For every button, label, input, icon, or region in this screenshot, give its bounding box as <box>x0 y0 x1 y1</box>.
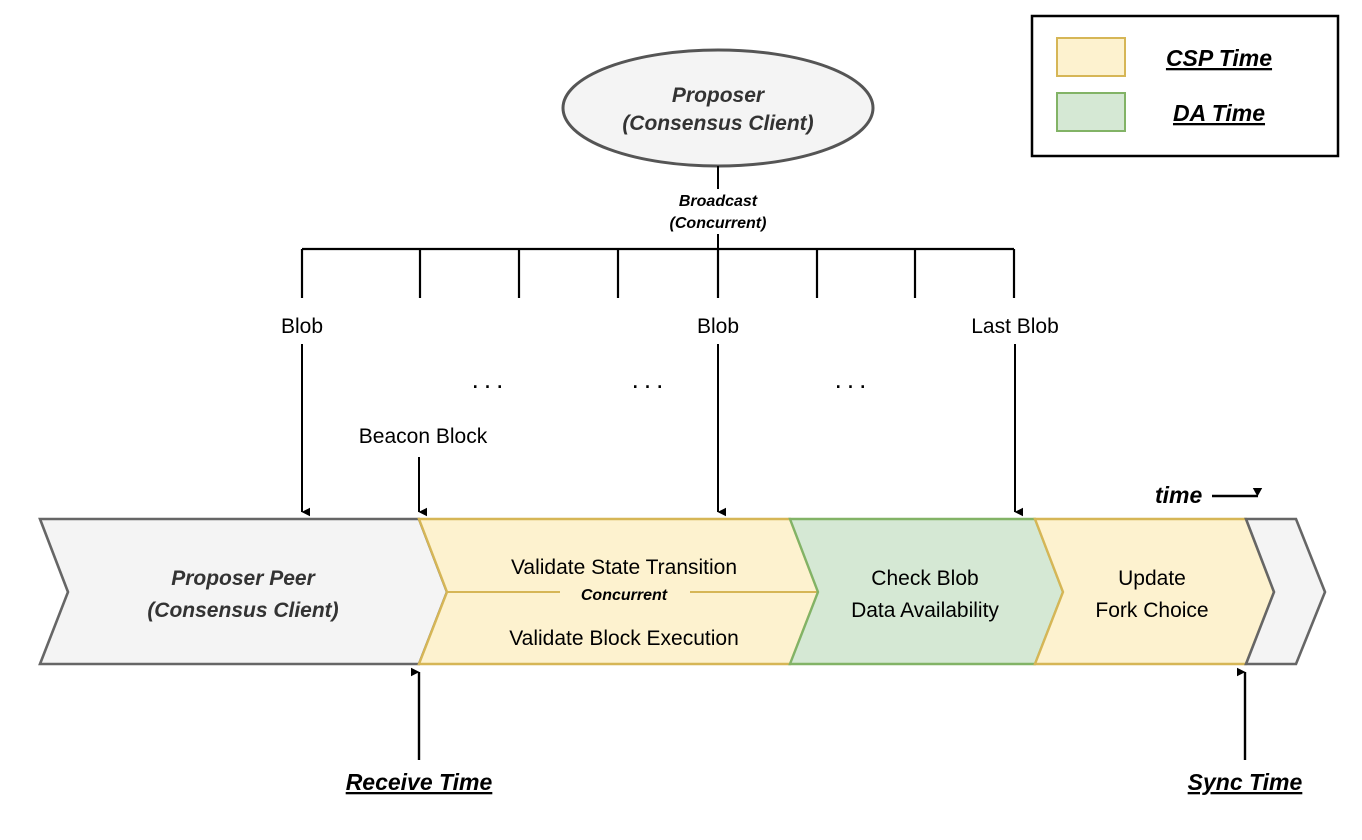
legend-swatch-da-time <box>1056 92 1126 132</box>
proposer-title-line2: (Consensus Client) <box>622 112 813 135</box>
proposer-peer-line1: Proposer Peer <box>171 567 316 590</box>
blob-label-last: Last Blob <box>971 315 1059 338</box>
proposer-ellipse <box>561 48 875 168</box>
validate-state-transition-label: Validate State Transition <box>511 556 737 579</box>
legend-label-da-time: DA Time <box>1173 100 1265 126</box>
blob-ellipsis-2: ... <box>632 364 669 394</box>
blob-label-middle: Blob <box>697 315 739 338</box>
proposer-peer-shape <box>38 517 449 666</box>
time-axis-label: time <box>1155 482 1263 508</box>
receive-time-label: Receive Time <box>346 769 493 795</box>
blob-ellipsis-1: ... <box>472 364 509 394</box>
check-blob-line1: Check Blob <box>871 567 978 590</box>
time-label: time <box>1155 482 1203 508</box>
concurrent-divider-label: Concurrent <box>581 587 668 604</box>
sync-time-label: Sync Time <box>1188 769 1303 795</box>
blob-last: Last Blob <box>971 315 1059 517</box>
validate-block-execution-label: Validate Block Execution <box>509 627 739 650</box>
blob-label-first: Blob <box>281 315 323 338</box>
proposer-peer-line2: (Consensus Client) <box>147 599 338 622</box>
broadcast-connector: Broadcast (Concurrent) <box>670 166 767 249</box>
legend-swatch-csp-time <box>1056 37 1126 77</box>
legend-label-csp-time: CSP Time <box>1166 45 1272 71</box>
timeline-segment-fork-choice: Update Fork Choice <box>1033 517 1276 666</box>
timeline-tail-shape <box>1244 517 1327 666</box>
legend: CSP Time DA Time <box>1030 14 1340 158</box>
blob-first: Blob <box>281 315 323 517</box>
da-shape <box>788 517 1065 666</box>
broadcast-label-line2: (Concurrent) <box>670 215 767 232</box>
beacon-block-label: Beacon Block <box>359 425 488 448</box>
proposer-title-line1: Proposer <box>672 84 766 107</box>
fork-choice-line2: Fork Choice <box>1095 599 1208 622</box>
blob-middle: Blob <box>697 315 739 517</box>
check-blob-line2: Data Availability <box>851 599 999 622</box>
timeline-segment-csp-concurrent: Validate State Transition Concurrent Val… <box>417 517 820 666</box>
timeline-segment-proposer-peer: Proposer Peer (Consensus Client) <box>38 517 449 666</box>
fork-choice-line1: Update <box>1118 567 1186 590</box>
proposer-node: Proposer (Consensus Client) <box>561 48 875 168</box>
timeline-segment-tail <box>1244 517 1327 666</box>
broadcast-fanout-bus <box>300 247 1016 298</box>
marker-receive-time: Receive Time <box>346 667 493 795</box>
beacon-block: Beacon Block <box>359 425 488 517</box>
timeline-segment-da: Check Blob Data Availability <box>788 517 1065 666</box>
broadcast-label-line1: Broadcast <box>679 193 758 210</box>
fork-choice-shape <box>1033 517 1276 666</box>
marker-sync-time: Sync Time <box>1188 667 1303 795</box>
blob-ellipsis-3: ... <box>835 364 872 394</box>
